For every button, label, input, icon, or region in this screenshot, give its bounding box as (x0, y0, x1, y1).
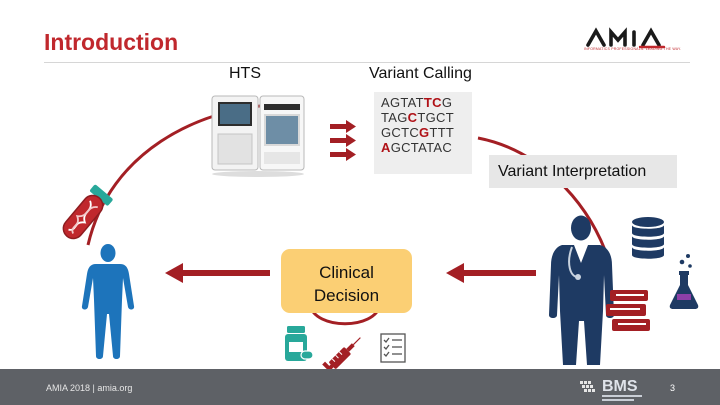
amia-logo (586, 27, 666, 49)
flask-icon (669, 254, 699, 309)
doctor-icon (549, 215, 614, 365)
variant-interpretation-panel (489, 155, 677, 188)
database-icon (632, 217, 664, 259)
triple-arrow-icon (330, 120, 356, 161)
slide-title: Introduction (44, 29, 179, 55)
page-number: 3 (670, 383, 676, 393)
left-arrow-icon (165, 263, 270, 283)
dna-sample-tube-icon (62, 184, 113, 240)
footer-text: AMIA 2018 | amia.org (46, 383, 133, 393)
clinical-decision-line: Decision (313, 286, 380, 305)
footer-bar (0, 369, 720, 405)
logo-tagline: INFORMATICS PROFESSIONALS. LEADING THE W… (584, 47, 682, 51)
books-icon (606, 290, 650, 331)
human-body-icon (81, 244, 135, 359)
bms-logo: BMS (580, 378, 642, 401)
sequence-line: GCTCGTTT (381, 125, 455, 140)
hts-label: HTS (229, 65, 261, 82)
sequence-line: AGCTATAC (381, 140, 453, 155)
sequence-line: TAGCTGCT (381, 110, 454, 125)
clinical-decision-line: Clinical (319, 263, 374, 282)
sequencer-machine-icon (211, 95, 305, 177)
sequence-line: AGTATTCG (381, 95, 453, 110)
checklist-icon (380, 333, 406, 363)
sequence-panel: AGTATTCG TAGCTGCT GCTCGTTT AGCTATAC (374, 92, 472, 174)
variant-calling-label: Variant Calling (369, 65, 472, 82)
left-arrow-icon (446, 263, 536, 283)
clinical-decision-box: Clinical Decision (281, 249, 412, 313)
pill-bottle-icon (285, 326, 314, 361)
bms-logo-text: BMS (602, 378, 638, 395)
variant-interpretation-label: Variant Interpretation (498, 163, 647, 180)
title-divider (44, 62, 690, 63)
